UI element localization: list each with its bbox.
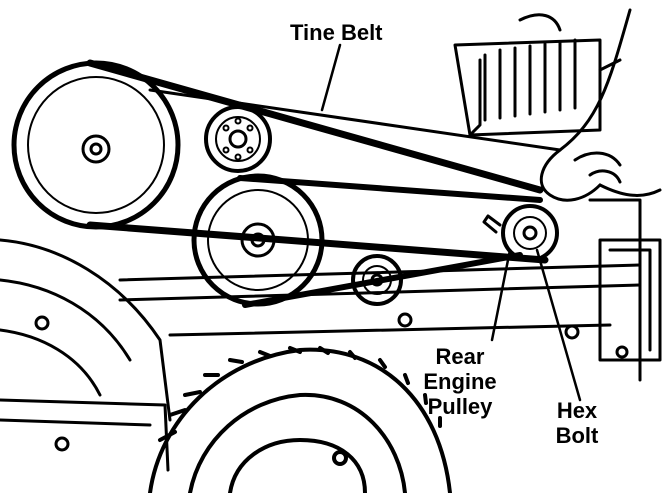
upper-idler-pulley xyxy=(204,105,272,173)
leader-hex-bolt xyxy=(535,248,582,402)
fender-bolt xyxy=(34,315,50,331)
rear-engine-pulley xyxy=(482,204,559,262)
fender-bolt-lower xyxy=(54,436,70,452)
leader-lines xyxy=(320,43,582,402)
engine-block xyxy=(453,13,622,137)
right-bracket xyxy=(598,238,662,362)
rear-engine-pulley-line-1: Rear xyxy=(435,344,485,369)
tine-belt xyxy=(86,59,549,264)
tire xyxy=(148,346,452,495)
large-pulley xyxy=(11,60,181,230)
hand-illustration xyxy=(539,8,662,202)
tine-belt-label-text: Tine Belt xyxy=(290,20,383,45)
leader-tine-belt xyxy=(320,43,342,112)
tine-belt-label: Tine Belt xyxy=(290,20,383,45)
rear-engine-pulley-label: Rear Engine Pulley xyxy=(410,344,510,419)
hex-bolt-label: Hex Bolt xyxy=(542,398,612,448)
rear-engine-pulley-line-2: Engine xyxy=(423,369,497,394)
hex-bolt-line-1: Hex xyxy=(556,398,598,423)
frame-bolt-right xyxy=(564,324,580,340)
rear-engine-pulley-line-3: Pulley xyxy=(427,394,493,419)
frame-bolt xyxy=(397,312,413,328)
hex-bolt-line-2: Bolt xyxy=(555,423,599,448)
lower-belt xyxy=(237,175,543,308)
left-fender xyxy=(0,238,172,472)
leader-rear-engine-pulley xyxy=(490,248,512,342)
